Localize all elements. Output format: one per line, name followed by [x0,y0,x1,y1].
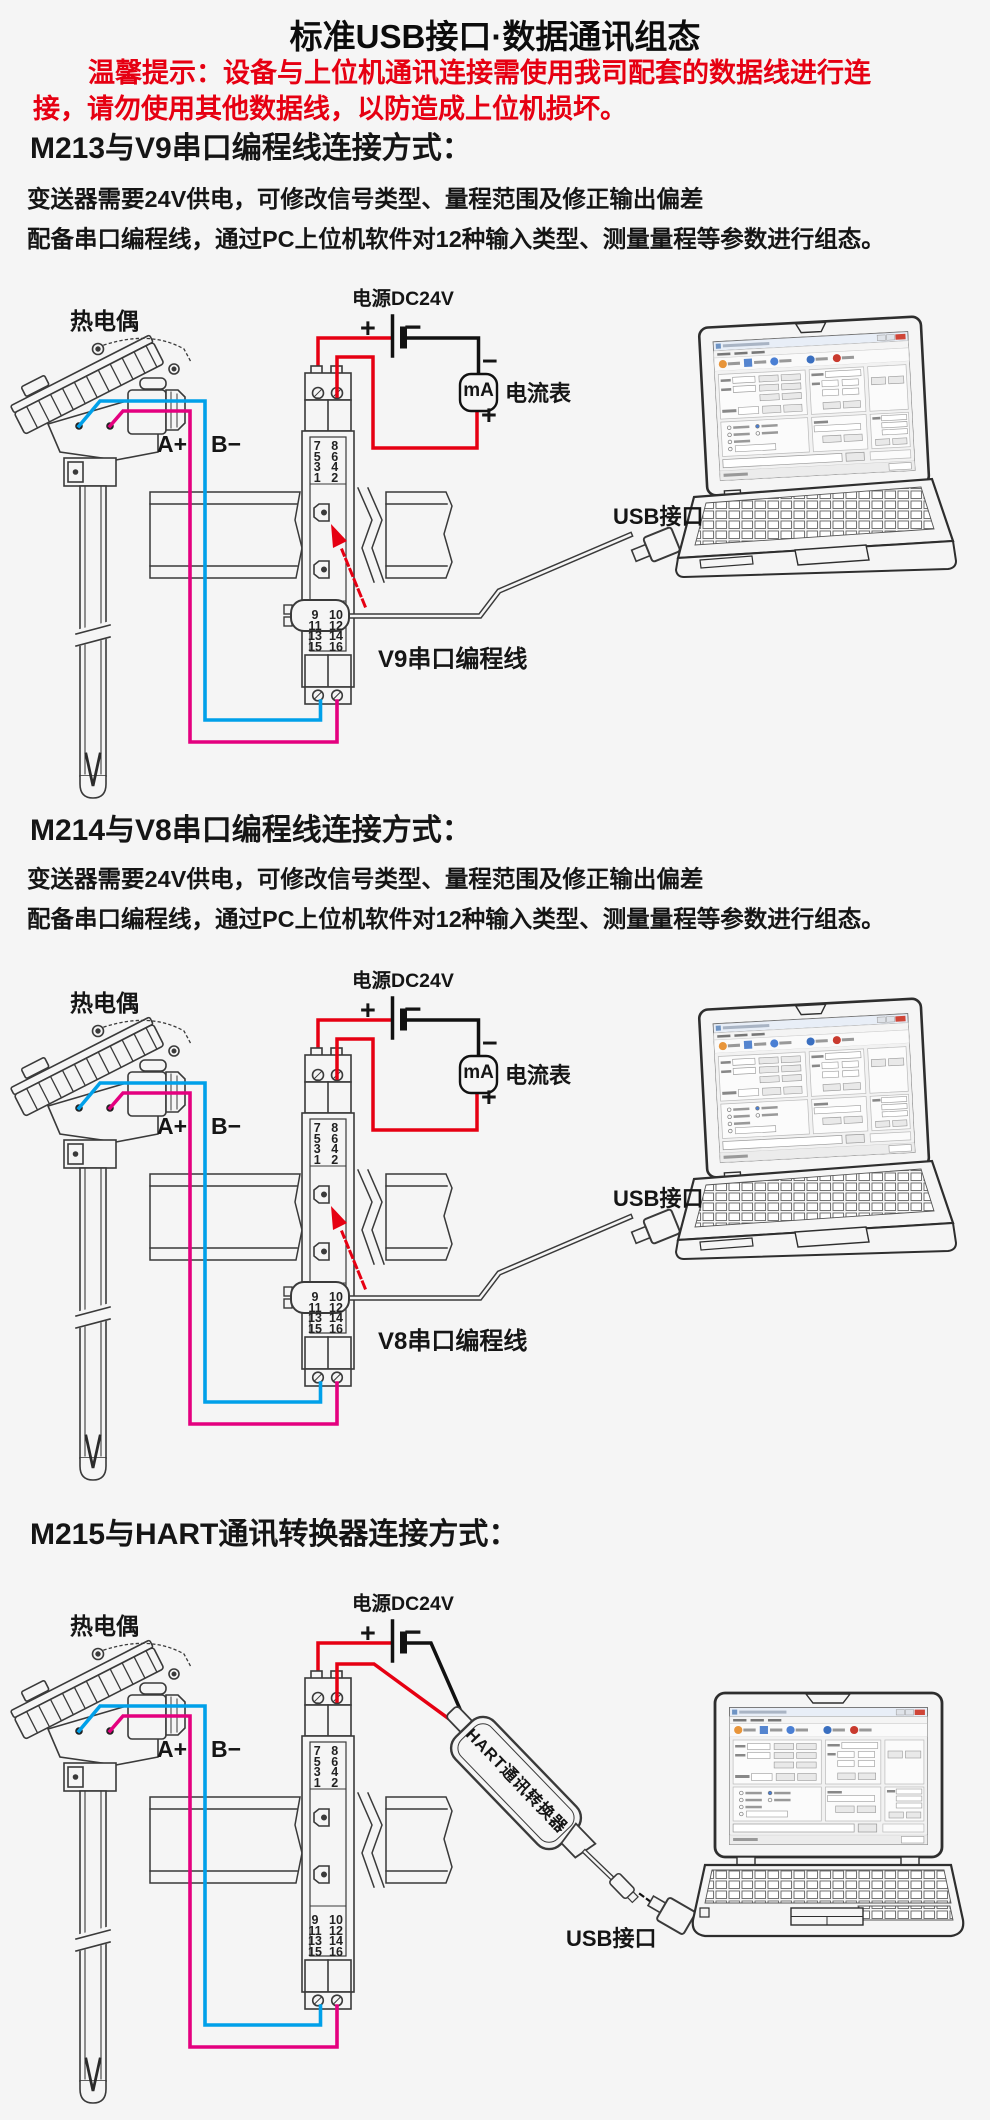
usb-plug [646,1894,696,1935]
laptop [691,1691,965,1938]
power-label: 电源DC24V [352,970,454,992]
ammeter-minus: − [482,1028,498,1058]
page-title: 标准USB接口·数据通讯组态 [289,18,701,55]
usb-dashed-link [638,1892,664,1912]
battery-plus: + [360,1618,376,1648]
thermocouple-label: 热电偶 [70,308,139,334]
section-3-heading: M215与HART通讯转换器连接方式： [30,1518,519,1551]
usb-port-label: USB接口 [613,1186,704,1211]
section-2-desc-1: 变送器需要24V供电，可修改信号类型、量程范围及修正输出偏差 [27,866,704,892]
ammeter-minus: − [482,346,498,376]
ammeter-unit: mA [463,380,494,401]
cable-label-v8: V8串口编程线 [378,1328,528,1355]
ammeter-unit: mA [463,1062,494,1083]
hart-black-wire [403,1641,466,1719]
warning-line-1: 温馨提示：设备与上位机通讯连接需使用我司配套的数据线进行连 [88,58,871,88]
thermocouple-label: 热电偶 [70,990,139,1016]
cable-label-v9: V9串口编程线 [378,646,528,673]
section-1-heading: M213与V9串口编程线连接方式： [30,132,472,165]
battery-plus: + [360,313,376,343]
usb-port-label: USB接口 [566,1926,657,1951]
wire-b-minus-label: B− [211,1736,242,1762]
wire-a-plus-label: A+ [157,431,188,457]
ammeter-plus: + [481,400,497,430]
ammeter-label: 电流表 [505,1063,572,1088]
usb-port-label: USB接口 [613,504,704,529]
warning-line-2: 接，请勿使用其他数据线，以防造成上位机损坏。 [33,94,627,124]
battery-minus: − [404,311,422,344]
power-label: 电源DC24V [352,1593,454,1615]
battery-minus: − [404,993,422,1026]
hart-converter [449,1715,597,1859]
hart-usb-cable-plug [609,1872,639,1904]
wire-b-minus-label: B− [211,1113,242,1139]
ammeter-plus: + [481,1082,497,1112]
section-2-desc-2: 配备串口编程线，通过PC上位机软件对12种输入类型、测量量程等参数进行组态。 [27,906,885,932]
battery-minus: − [404,1616,422,1649]
section-1-desc-1: 变送器需要24V供电，可修改信号类型、量程范围及修正输出偏差 [27,186,704,212]
section-1-desc-2: 配备串口编程线，通过PC上位机软件对12种输入类型、测量量程等参数进行组态。 [27,226,885,252]
battery-plus: + [360,995,376,1025]
diagram-m215-hart [5,1621,965,2103]
power-label: 电源DC24V [352,288,454,310]
hart-red-wire [335,1662,459,1727]
software-window [729,1707,928,1845]
wire-b-minus-label: B− [211,431,242,457]
thermocouple-label: 热电偶 [70,1613,139,1639]
wire-a-plus-label: A+ [157,1113,188,1139]
section-2-heading: M214与V8串口编程线连接方式： [30,814,472,847]
ammeter-label: 电流表 [505,381,572,406]
wire-a-plus-label: A+ [157,1736,188,1762]
